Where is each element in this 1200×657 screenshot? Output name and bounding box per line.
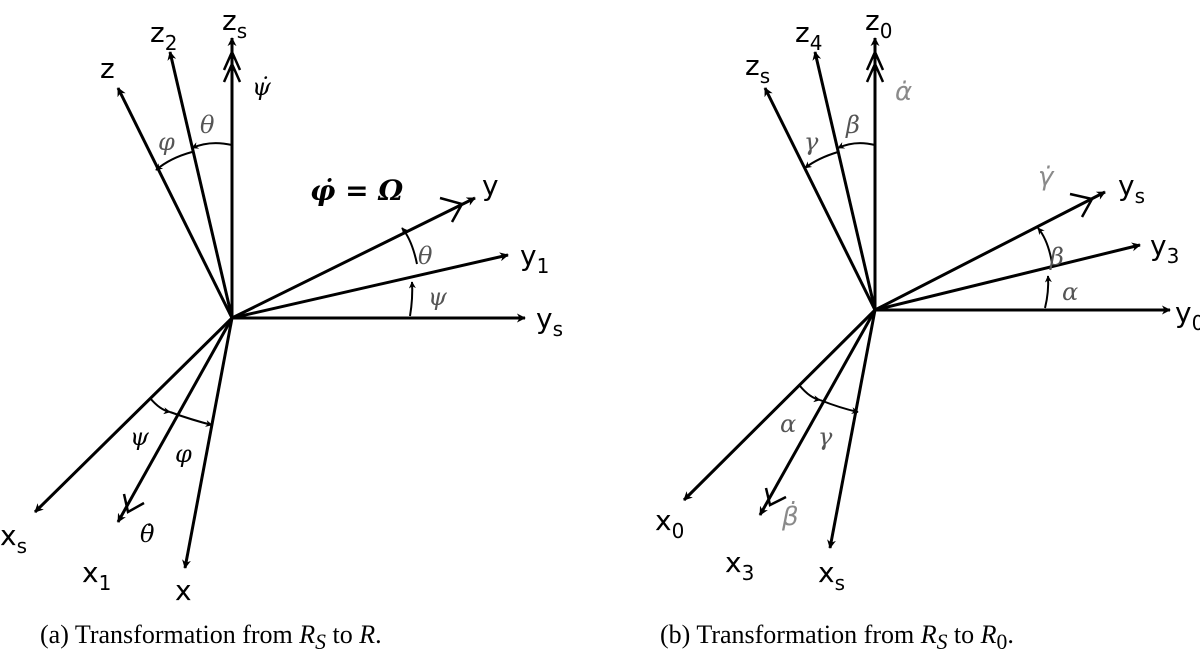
axis-z4 bbox=[812, 51, 877, 311]
label-y3: y3 bbox=[1150, 229, 1179, 268]
axis-y1 bbox=[231, 252, 509, 320]
axis-x bbox=[182, 317, 234, 569]
label-ys-b: ys bbox=[1118, 169, 1145, 208]
panel-a bbox=[33, 37, 526, 569]
angle-psi-mid: ψ bbox=[428, 283, 448, 311]
angle-beta-mid: β bbox=[1049, 243, 1064, 271]
caption-a: (a) Transformation from RS to R. bbox=[40, 620, 382, 655]
arc-gamma-bottom bbox=[819, 399, 859, 415]
caption-b-to-word: to bbox=[953, 620, 975, 649]
label-x1: x1 bbox=[82, 556, 111, 595]
axis-z bbox=[116, 87, 234, 319]
angle-beta-top: β bbox=[845, 111, 860, 139]
caption-b-end: . bbox=[1007, 620, 1014, 649]
arc-psi-mid bbox=[408, 281, 416, 317]
caption-a-to: R bbox=[359, 620, 376, 649]
arc-phi-bottom bbox=[169, 411, 213, 427]
arc-beta-top bbox=[837, 142, 876, 149]
label-xs: xs bbox=[0, 519, 27, 558]
panel-b-labels: z0 z4 zs ys y3 y0 x0 x3 xs α̇ γ̇ β̇ β γ … bbox=[655, 4, 1200, 595]
rate-alpha-dot: α̇ bbox=[895, 77, 912, 107]
phi-dot-arrowhead bbox=[439, 196, 464, 223]
axis-x0 bbox=[682, 308, 877, 502]
caption-b: (b) Transformation from RS to R0. bbox=[660, 620, 1014, 655]
axis-xs bbox=[33, 316, 234, 514]
equation-phi-dot: φ̇ = Ω bbox=[310, 174, 403, 207]
arc-alpha-mid bbox=[1044, 275, 1052, 309]
panel-a-labels: zs z2 z y y1 ys xs x1 x φ̇ = Ω ψ̇ θ̇ θ φ… bbox=[0, 4, 563, 607]
caption-b-to-sub: 0 bbox=[996, 630, 1008, 655]
label-z0: z0 bbox=[865, 4, 892, 43]
caption-a-prefix: (a) Transformation from bbox=[40, 620, 293, 649]
caption-b-from-sub: S bbox=[936, 630, 948, 655]
angle-alpha-bottom: α bbox=[780, 410, 796, 438]
angle-phi-bottom: φ bbox=[175, 440, 192, 468]
rate-beta-dot: β̇ bbox=[781, 499, 799, 532]
label-x0: x0 bbox=[655, 504, 684, 543]
caption-a-from-sub: S bbox=[315, 630, 326, 655]
caption-a-to-word: to bbox=[332, 620, 353, 649]
angle-alpha-mid: α bbox=[1062, 278, 1078, 306]
rate-gamma-dot: γ̇ bbox=[1038, 162, 1055, 192]
rate-theta-dot: θ̇ bbox=[140, 520, 155, 548]
label-z: z bbox=[100, 52, 115, 85]
panel-b bbox=[682, 37, 1171, 549]
angle-theta-mid: θ bbox=[418, 242, 433, 270]
arc-alpha-bottom bbox=[799, 385, 821, 403]
rate-psi-dot: ψ̇ bbox=[252, 73, 272, 101]
axis-y bbox=[231, 196, 476, 320]
arc-psi-bottom bbox=[149, 397, 171, 415]
angle-psi-bottom: ψ bbox=[130, 423, 150, 451]
psi-dot-arrowhead bbox=[222, 48, 242, 83]
arc-gamma-top bbox=[804, 151, 839, 169]
label-z2: z2 bbox=[150, 16, 177, 55]
label-ys: ys bbox=[536, 302, 563, 341]
arc-theta-mid bbox=[401, 227, 418, 265]
gamma-dot-arrowhead bbox=[1069, 192, 1094, 218]
axis-zs-b bbox=[763, 87, 877, 311]
caption-b-prefix: (b) Transformation from bbox=[660, 620, 915, 649]
alpha-dot-arrowhead bbox=[865, 48, 885, 83]
arc-beta-mid bbox=[1037, 227, 1053, 264]
beta-dot-arrowhead bbox=[764, 487, 787, 507]
label-zs: zs bbox=[222, 4, 247, 43]
axis-x1 bbox=[116, 317, 234, 523]
caption-a-end: . bbox=[375, 620, 382, 649]
arc-theta-top bbox=[191, 142, 233, 149]
label-xs-b: xs bbox=[818, 556, 845, 595]
caption-b-from: R bbox=[920, 620, 937, 649]
label-z4: z4 bbox=[795, 16, 822, 55]
label-zs-b: zs bbox=[745, 49, 770, 88]
angle-phi-top: φ bbox=[158, 128, 175, 156]
label-y0: y0 bbox=[1175, 296, 1200, 335]
caption-b-to: R bbox=[980, 620, 997, 649]
axis-x3 bbox=[758, 309, 877, 516]
label-y1: y1 bbox=[520, 239, 549, 278]
label-x: x bbox=[175, 574, 192, 607]
theta-dot-arrowhead bbox=[122, 493, 145, 514]
axis-ys-b bbox=[874, 190, 1106, 312]
axis-z2 bbox=[167, 51, 234, 319]
arc-phi-top bbox=[155, 151, 193, 171]
angle-gamma-top: γ bbox=[804, 128, 819, 156]
axis-xs-b bbox=[827, 309, 877, 549]
angle-gamma-bottom: γ bbox=[818, 423, 833, 451]
angle-theta-top: θ bbox=[200, 111, 215, 139]
axis-y3 bbox=[874, 242, 1141, 312]
label-y: y bbox=[482, 169, 499, 202]
caption-a-from: R bbox=[299, 620, 316, 649]
label-x3: x3 bbox=[725, 546, 754, 585]
